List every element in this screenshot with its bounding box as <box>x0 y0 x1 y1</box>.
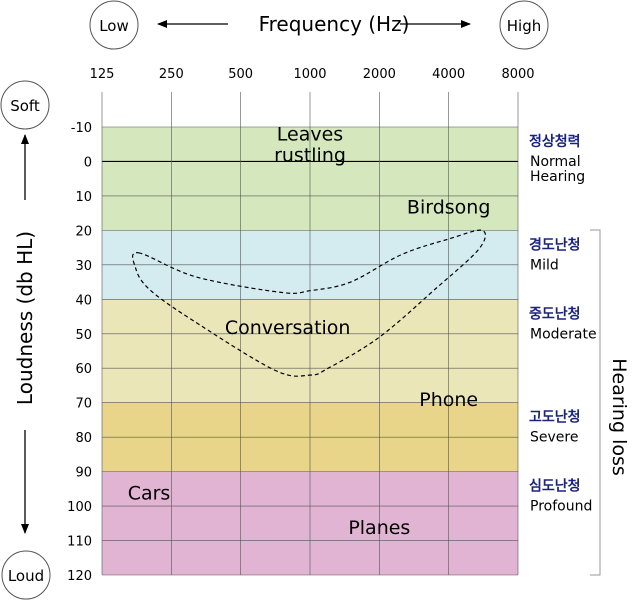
y-tick-label: 20 <box>75 224 92 239</box>
band-label-en: Hearing <box>530 169 585 185</box>
hearing-loss-bracket: Hearing loss <box>590 229 630 576</box>
y-tick-label: 70 <box>75 397 92 412</box>
annotation-label: Conversation <box>225 317 351 339</box>
y-tick-label: 120 <box>67 569 92 584</box>
band-label-en: Mild <box>530 257 559 273</box>
band-label-en: Severe <box>530 430 578 446</box>
x-tick-label: 125 <box>90 67 115 82</box>
sound-annotations: LeavesrustlingBirdsongConversationPhoneC… <box>128 124 491 539</box>
low-circle <box>89 0 139 50</box>
loud-label: Loud <box>8 567 44 585</box>
soft-circle <box>0 80 50 130</box>
speech-banana-region <box>132 229 487 377</box>
high-label: High <box>507 17 541 35</box>
annotation-label: Cars <box>128 482 171 504</box>
band-label-en: Profound <box>530 499 592 515</box>
bracket-line <box>590 229 601 576</box>
annotation-label: Phone <box>419 389 478 411</box>
loud-circle <box>1 550 51 600</box>
low-label: Low <box>99 17 129 35</box>
x-tick-label: 1000 <box>293 67 326 82</box>
loudness-ticks: -10 0 10 20 30 40 50 60 70 80 90 100 110 120 <box>67 121 92 584</box>
grid-lines <box>101 92 519 576</box>
loudness-side: Soft Loud Loudness (db HL) <box>0 80 51 600</box>
y-tick-label: 30 <box>75 259 92 274</box>
y-tick-label: 100 <box>67 500 92 515</box>
band-label-ko: 중도난청 <box>529 305 581 322</box>
y-tick-label: 90 <box>75 466 92 481</box>
x-tick-label: 500 <box>228 67 253 82</box>
y-tick-label: 50 <box>75 328 92 343</box>
frequency-header: Low High Frequency (Hz) <box>89 0 549 50</box>
annotation-label: Leaves <box>277 124 343 146</box>
high-circle <box>499 0 549 50</box>
band-label-en: Normal <box>530 154 581 170</box>
annotation-label: Birdsong <box>407 196 490 218</box>
y-tick-label: 110 <box>67 535 92 550</box>
annotation-label: Planes <box>348 517 410 539</box>
y-tick-label: 10 <box>75 190 92 205</box>
hearing-loss-label: Hearing loss <box>608 358 630 476</box>
y-tick-label: 80 <box>75 431 92 446</box>
band-label-en: Moderate <box>530 326 597 342</box>
y-tick-label: 0 <box>84 155 92 170</box>
x-tick-label: 4000 <box>432 67 465 82</box>
x-tick-label: 250 <box>159 67 184 82</box>
frequency-ticks: 125 250 500 1000 2000 4000 8000 <box>90 67 535 82</box>
soft-label: Soft <box>10 97 40 115</box>
loudness-axis-label: Loudness (db HL) <box>13 231 37 405</box>
band-label-ko: 경도난청 <box>529 236 581 253</box>
y-tick-label: -10 <box>71 121 92 136</box>
band-label-ko: 정상청력 <box>529 133 581 150</box>
annotation-label: rustling <box>274 145 346 167</box>
band-label-ko: 심도난청 <box>529 478 581 495</box>
x-tick-label: 2000 <box>363 67 396 82</box>
x-tick-label: 8000 <box>501 67 534 82</box>
y-tick-label: 40 <box>75 293 92 308</box>
frequency-title: Frequency (Hz) <box>259 12 410 36</box>
y-tick-label: 60 <box>75 362 92 377</box>
band-label-ko: 고도난청 <box>529 409 581 426</box>
